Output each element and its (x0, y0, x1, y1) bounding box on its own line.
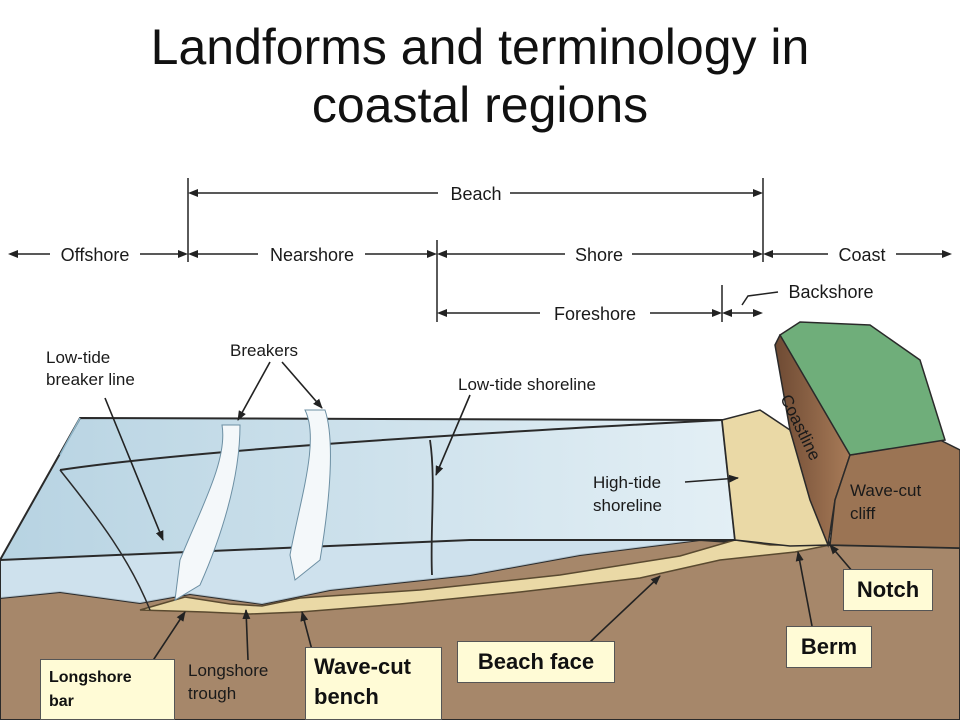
callout-longshore-bar: Longshore bar (40, 659, 175, 720)
title-line-1: Landforms and terminology in (150, 19, 810, 75)
label-low-tide-shoreline: Low-tide shoreline (458, 375, 596, 394)
arrowhead (753, 250, 763, 258)
arrowhead (722, 309, 732, 317)
arrowhead (427, 250, 437, 258)
label-high-tide-shoreline-1: High-tide (593, 473, 661, 492)
arrowhead (753, 189, 763, 197)
breaker-1 (174, 424, 241, 601)
callout-beach-face: Beach face (457, 641, 615, 683)
arrowhead (437, 250, 447, 258)
zone-dimension-lines (12, 178, 948, 322)
zone-arrowheads (8, 189, 952, 317)
label-wave-cut-cliff-2: cliff (850, 504, 875, 523)
zone-label-foreshore: Foreshore (554, 304, 636, 324)
arrowhead (437, 309, 447, 317)
arrowhead (763, 250, 773, 258)
breaker-2 (289, 409, 331, 581)
arrowhead (942, 250, 952, 258)
label-low-tide-breaker-line-2: breaker line (46, 370, 135, 389)
label-longshore-trough-2: trough (188, 684, 236, 703)
zone-label-shore: Shore (575, 245, 623, 265)
arrowhead (753, 309, 763, 317)
zone-label-backshore: Backshore (788, 282, 873, 302)
label-wave-cut-cliff-1: Wave-cut (850, 481, 921, 500)
zone-label-offshore: Offshore (61, 245, 130, 265)
arrowhead (178, 250, 188, 258)
cliff-grass (778, 321, 946, 456)
callout-longshore-bar-line-1: Longshore (49, 669, 132, 686)
arrowhead (712, 309, 722, 317)
callout-notch: Notch (843, 569, 933, 611)
coastal-block (0, 321, 960, 720)
zone-label-nearshore: Nearshore (270, 245, 354, 265)
page-title: Landforms and terminology in coastal reg… (0, 18, 960, 134)
callout-longshore-bar-line-2: bar (49, 693, 74, 710)
callout-wave-cut-bench: Wave-cut bench (305, 647, 442, 720)
title-line-2: coastal regions (311, 77, 649, 133)
label-longshore-trough-1: Longshore (188, 661, 268, 680)
arrowhead (8, 250, 18, 258)
label-low-tide-breaker-line-1: Low-tide (46, 348, 110, 367)
arrowhead (188, 250, 198, 258)
arrowhead (188, 189, 198, 197)
label-breakers: Breakers (230, 341, 298, 360)
zone-label-beach: Beach (450, 184, 501, 204)
callout-wave-cut-bench-line-2: bench (314, 684, 379, 709)
callout-berm: Berm (786, 626, 872, 668)
callout-wave-cut-bench-line-1: Wave-cut (314, 654, 411, 679)
zone-label-coast: Coast (838, 245, 885, 265)
label-high-tide-shoreline-2: shoreline (593, 496, 662, 515)
feature-leaders (104, 361, 854, 666)
